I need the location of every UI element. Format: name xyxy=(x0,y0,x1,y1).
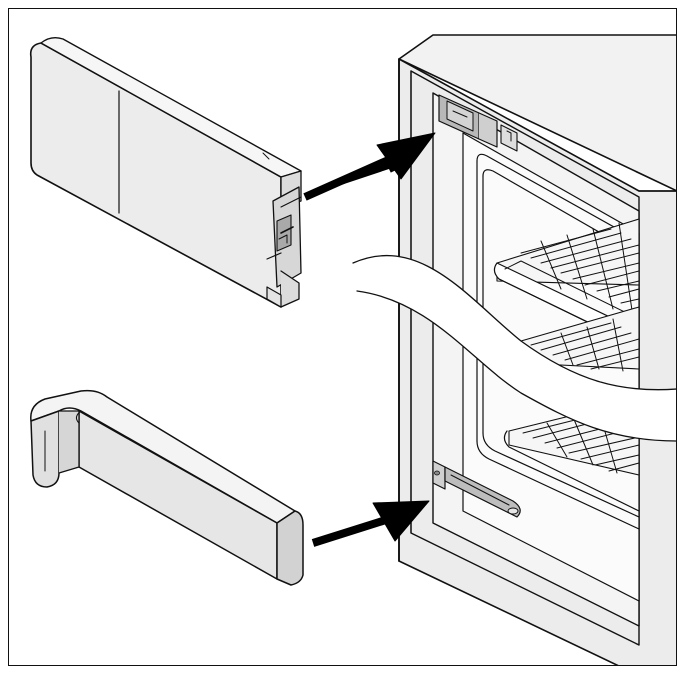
insertion-arrow-lower xyxy=(311,500,430,547)
interior-liner xyxy=(476,153,640,530)
shelf-grille-middle xyxy=(530,318,640,372)
installation-diagram xyxy=(29,34,676,665)
insertion-arrow-upper xyxy=(303,132,436,201)
cut-away-break xyxy=(352,255,676,442)
lower-hinge-mount xyxy=(432,460,521,518)
shelf-grille-upper xyxy=(520,222,640,318)
lower-cover-bracket xyxy=(30,389,304,586)
upper-cover-panel xyxy=(29,36,302,308)
diagram-frame xyxy=(8,8,677,666)
upper-hinge-mount xyxy=(438,94,518,152)
